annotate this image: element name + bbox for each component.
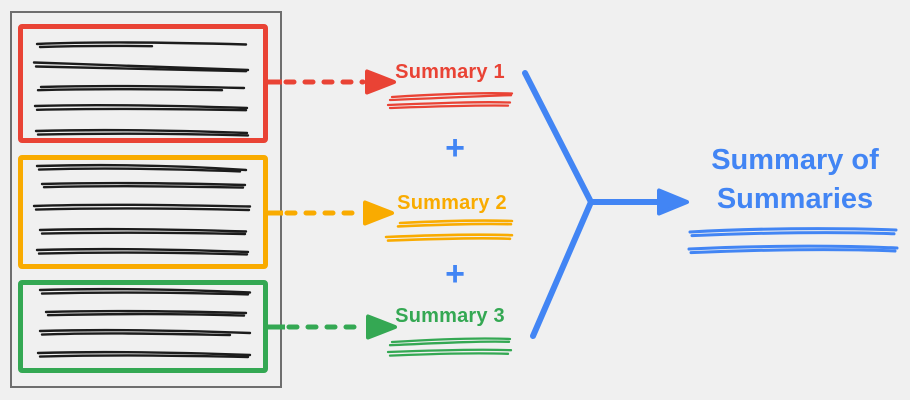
orange-section-text-scribbles [32, 163, 252, 256]
summary-1-label: Summary 1 [395, 61, 505, 83]
orange-arrowhead-icon [363, 200, 394, 226]
document-section-red [18, 24, 268, 143]
summary-3-scribbles [386, 337, 513, 357]
plus-operator-2: + [445, 255, 465, 293]
summary-2-label: Summary 2 [397, 192, 507, 214]
source-document [10, 11, 282, 388]
plus-operator-1: + [445, 129, 465, 167]
summary-2-scribbles [384, 219, 514, 242]
green-section-text-scribbles [36, 287, 252, 359]
merge-arrow [522, 70, 689, 339]
summary-1-scribbles [386, 92, 514, 110]
blue-arrowhead-icon [657, 188, 689, 216]
red-arrowhead-icon [365, 69, 396, 95]
green-arrowhead-icon [366, 314, 397, 340]
red-section-text-scribbles [32, 41, 250, 137]
result-label-line-1: Summary of [711, 144, 879, 176]
result-label-line-2: Summaries [716, 183, 874, 215]
result-label: Summary of Summaries [673, 141, 910, 219]
green-dashed-arrow [268, 314, 397, 340]
document-section-orange [18, 155, 268, 269]
summary-3-label: Summary 3 [395, 305, 505, 327]
red-dashed-arrow [266, 69, 396, 95]
result-scribbles [687, 227, 899, 255]
orange-dashed-arrow [266, 200, 394, 226]
document-section-green [18, 280, 268, 373]
